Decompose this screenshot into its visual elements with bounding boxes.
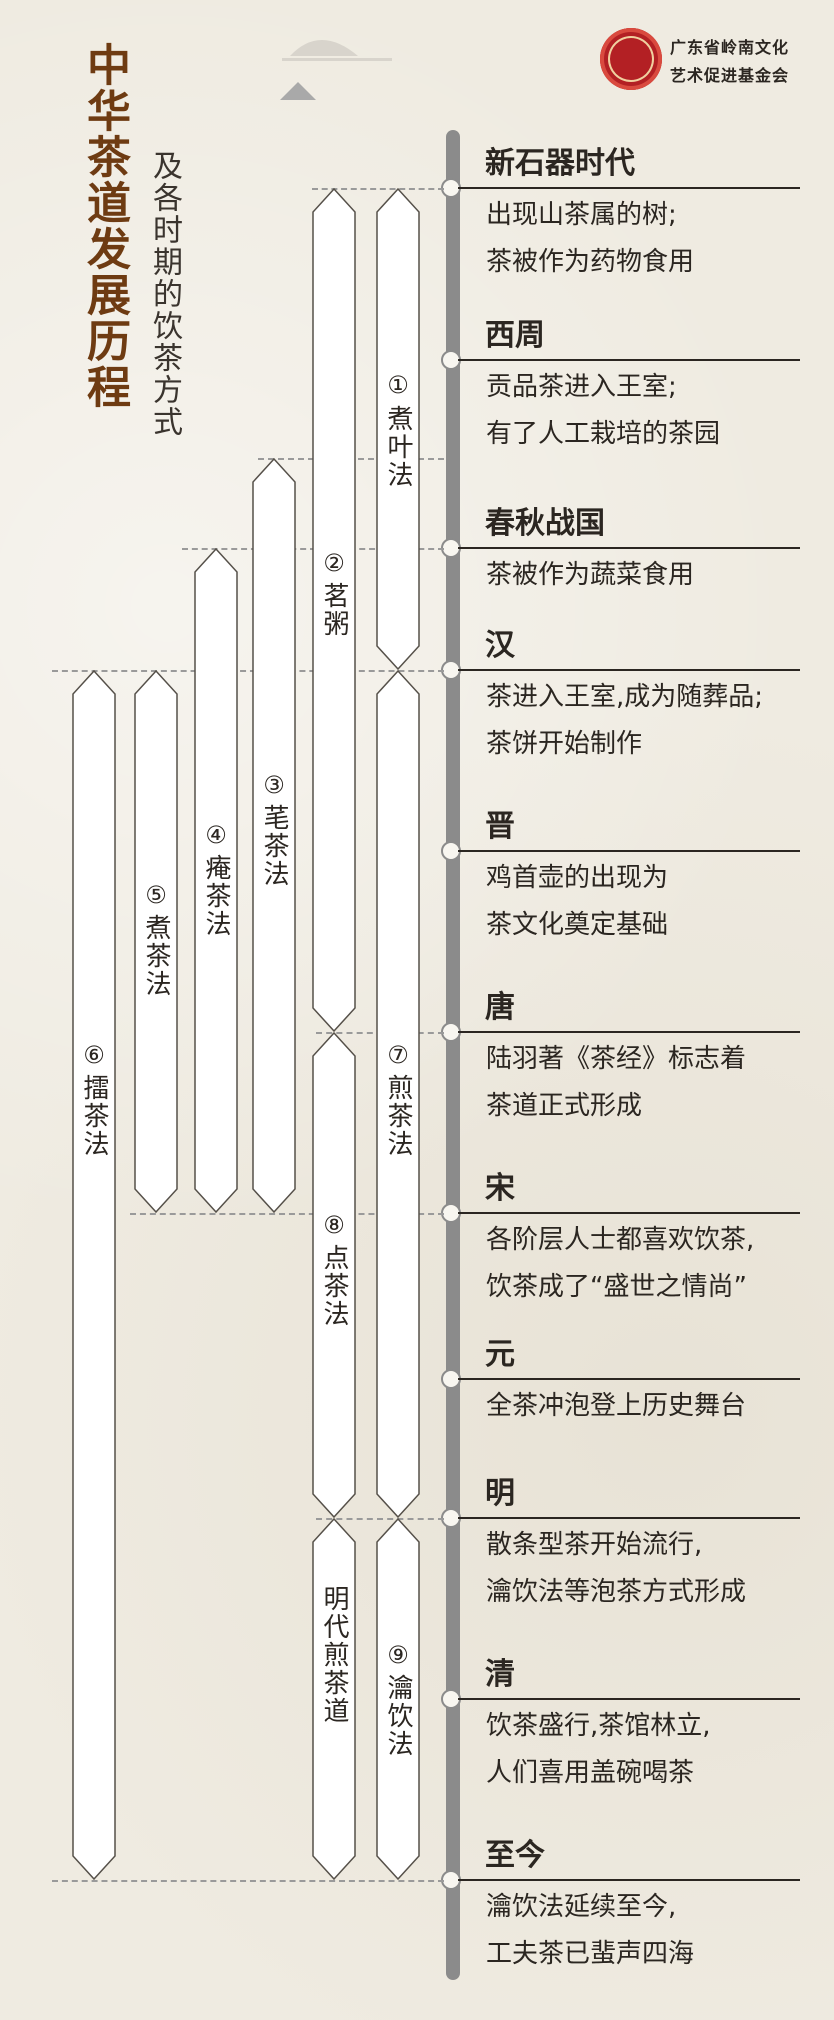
era-underline — [458, 359, 800, 361]
era-description: 茶进入王室,成为随葬品; — [486, 682, 764, 712]
period-boundary-line — [316, 1518, 444, 1520]
era-description: 陆羽著《茶经》标志着 — [486, 1044, 747, 1074]
method-bar: ⑧ 点茶法 — [312, 1032, 356, 1518]
era-description: 出现山茶属的树; — [486, 200, 677, 230]
method-number: ④ — [205, 821, 227, 849]
era-description: 瀹饮法等泡茶方式形成 — [486, 1577, 747, 1607]
method-bar: ② 茗粥 — [312, 188, 356, 1032]
era-underline — [458, 1378, 800, 1380]
era-name: 宋 — [485, 1171, 515, 1206]
method-bar: ① 煮叶法 — [376, 188, 420, 670]
era-name: 春秋战国 — [485, 506, 605, 541]
method-label: 点茶法 — [319, 1244, 349, 1328]
method-bar-shape — [72, 670, 116, 1880]
page-subtitle: 及各时期的饮茶方式 — [147, 150, 182, 438]
method-bar-shape — [376, 188, 420, 670]
era-description: 有了人工栽培的茶园 — [486, 419, 721, 449]
seal-icon — [600, 28, 662, 90]
era-underline — [458, 1212, 800, 1214]
method-bar-shape — [376, 1518, 420, 1880]
era-underline — [458, 850, 800, 852]
method-number: ⑧ — [323, 1211, 345, 1239]
era-description: 茶被作为蔬菜食用 — [486, 560, 695, 590]
era-description: 饮茶成了“盛世之情尚” — [486, 1272, 747, 1302]
method-label: 煮茶法 — [141, 914, 171, 998]
method-bar-shape — [134, 670, 178, 1213]
method-number: ① — [387, 371, 409, 399]
era-description: 茶饼开始制作 — [486, 729, 643, 759]
method-bar-shape — [376, 670, 420, 1518]
method-bar-shape — [252, 458, 296, 1213]
method-bar: ⑤ 煮茶法 — [134, 670, 178, 1213]
method-bar-shape — [312, 1032, 356, 1518]
period-boundary-line — [130, 1213, 444, 1215]
method-label: 茗粥 — [319, 582, 349, 638]
method-label: 痷茶法 — [201, 854, 231, 938]
era-underline — [458, 187, 800, 189]
method-label: 明代煎茶道 — [319, 1585, 349, 1725]
era-underline — [458, 669, 800, 671]
era-description: 茶被作为药物食用 — [486, 247, 695, 277]
era-description: 饮茶盛行,茶馆林立, — [486, 1711, 711, 1741]
era-name: 明 — [485, 1476, 515, 1511]
era-name: 晋 — [485, 809, 515, 844]
logo-text-line2: 艺术促进基金会 — [670, 66, 790, 85]
era-description: 工夫茶已蜚声四海 — [486, 1939, 695, 1969]
method-number: ⑥ — [83, 1041, 105, 1069]
method-number: ⑦ — [387, 1041, 409, 1069]
era-underline — [458, 1698, 800, 1700]
era-description: 全茶冲泡登上历史舞台 — [486, 1391, 747, 1421]
era-name: 清 — [485, 1657, 515, 1692]
era-underline — [458, 547, 800, 549]
era-name: 唐 — [485, 990, 515, 1025]
method-number: ③ — [263, 771, 285, 799]
method-number: ② — [323, 549, 345, 577]
era-description: 人们喜用盖碗喝茶 — [486, 1758, 695, 1788]
era-name: 新石器时代 — [485, 146, 635, 181]
era-name: 汉 — [485, 628, 515, 663]
mountain-icon — [280, 40, 392, 100]
era-description: 各阶层人士都喜欢饮茶, — [486, 1225, 755, 1255]
period-boundary-line — [52, 670, 444, 672]
method-bar: 明代煎茶道 — [312, 1518, 356, 1880]
page-title: 中华茶道发展历程 — [79, 42, 130, 410]
era-description: 散条型茶开始流行, — [486, 1530, 703, 1560]
logo-text-line1: 广东省岭南文化 — [670, 38, 790, 57]
method-label: 煮叶法 — [383, 405, 413, 489]
era-description: 茶文化奠定基础 — [486, 910, 669, 940]
method-bar: ③ 芼茶法 — [252, 458, 296, 1213]
method-bar-shape — [312, 1518, 356, 1880]
method-bar: ⑨ 瀹饮法 — [376, 1518, 420, 1880]
method-label: 擂茶法 — [79, 1074, 109, 1158]
era-description: 贡品茶进入王室; — [486, 372, 677, 402]
method-bar-shape — [312, 188, 356, 1032]
method-label: 瀹饮法 — [383, 1674, 413, 1758]
era-name: 西周 — [485, 318, 545, 353]
period-boundary-line — [52, 1880, 444, 1882]
era-name: 至今 — [485, 1838, 545, 1873]
period-boundary-line — [312, 188, 444, 190]
method-label: 煎茶法 — [383, 1074, 413, 1158]
era-underline — [458, 1517, 800, 1519]
method-number: ⑤ — [145, 881, 167, 909]
era-description: 瀹饮法延续至今, — [486, 1892, 677, 1922]
method-bar: ⑥ 擂茶法 — [72, 670, 116, 1880]
method-label: 芼茶法 — [259, 804, 289, 888]
method-bar: ④ 痷茶法 — [194, 548, 238, 1213]
method-bar-shape — [194, 548, 238, 1213]
era-description: 鸡首壶的出现为 — [486, 863, 669, 893]
era-underline — [458, 1031, 800, 1033]
era-underline — [458, 1879, 800, 1881]
method-bar: ⑦ 煎茶法 — [376, 670, 420, 1518]
era-description: 茶道正式形成 — [486, 1091, 643, 1121]
method-number: ⑨ — [387, 1641, 409, 1669]
foundation-logo: 广东省岭南文化 艺术促进基金会 — [600, 28, 820, 92]
era-name: 元 — [485, 1337, 515, 1372]
